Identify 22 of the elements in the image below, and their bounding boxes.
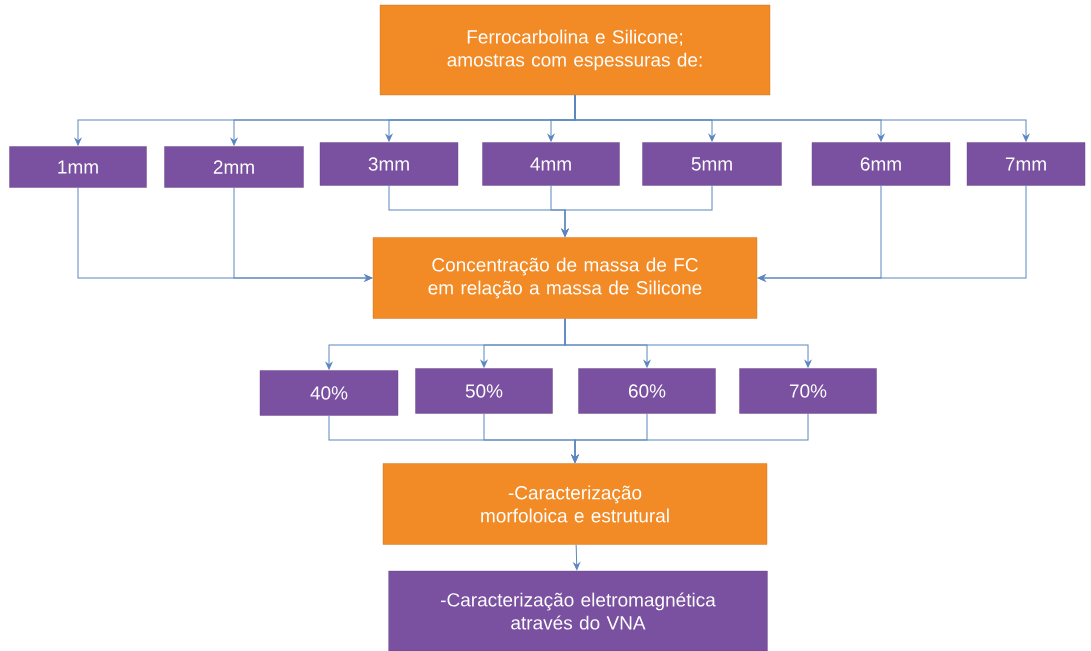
arrow bbox=[574, 94, 1030, 142]
option-box: 4mm bbox=[482, 142, 620, 186]
option-box: 40% bbox=[259, 370, 399, 416]
arrow bbox=[757, 185, 1027, 282]
option-box: 60% bbox=[578, 368, 716, 414]
option-box: 3mm bbox=[319, 142, 459, 186]
option-box: 50% bbox=[415, 368, 553, 414]
option-box: 70% bbox=[739, 368, 877, 414]
option-box: 5mm bbox=[642, 142, 782, 186]
arrow bbox=[233, 187, 373, 282]
option-box: 6mm bbox=[811, 142, 951, 186]
arrow bbox=[564, 318, 812, 368]
arrow bbox=[561, 185, 713, 237]
option-box: -Caracterização eletromagnética através do VNA bbox=[388, 570, 768, 651]
process-box: Concentração de massa de FC em relação a massa de Silicone bbox=[372, 237, 758, 319]
arrow bbox=[573, 544, 580, 571]
arrow bbox=[571, 413, 809, 463]
process-box: -Caracterização morfoloica e estrutural bbox=[382, 463, 768, 545]
option-box: 7mm bbox=[966, 142, 1086, 186]
process-box: Ferrocarbolina e Silicone; amostras com espessuras de: bbox=[379, 4, 771, 96]
option-box: 1mm bbox=[9, 146, 147, 188]
option-box: 2mm bbox=[164, 146, 304, 188]
